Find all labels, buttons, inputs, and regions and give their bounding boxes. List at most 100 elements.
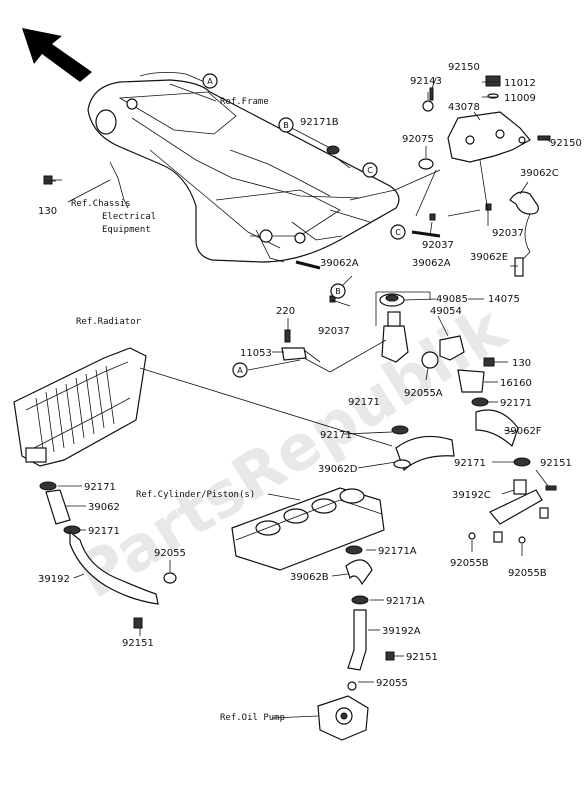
part-label: 39062D xyxy=(318,464,358,475)
grommet-11012 xyxy=(485,75,501,87)
marker-a-lower: A xyxy=(232,362,248,378)
part-label: 39062A xyxy=(320,258,359,269)
part-label: 49054 xyxy=(430,306,462,317)
pipe-39192c xyxy=(489,479,549,543)
ref-chassis-label-1: Ref.Chassis xyxy=(71,199,131,209)
o-ring-92055a xyxy=(421,351,439,369)
clamp-92171-f xyxy=(63,525,81,535)
svg-text:A: A xyxy=(207,77,213,86)
clamp-92171-a xyxy=(471,397,489,407)
bolt-92150-top xyxy=(429,87,434,101)
marker-a-frame: A xyxy=(202,73,218,89)
part-label: 14075 xyxy=(488,294,520,305)
hose-39062c xyxy=(509,191,539,215)
part-label: 92055B xyxy=(508,568,547,579)
o-ring-92055b-left xyxy=(468,532,476,540)
o-ring-92055b-right xyxy=(518,536,526,544)
filler-cap-49085 xyxy=(379,293,405,307)
svg-text:A: A xyxy=(237,366,243,375)
part-label: 92171B xyxy=(300,117,339,128)
part-label: 92171 xyxy=(454,458,486,469)
part-label: 92143 xyxy=(410,76,442,87)
bolt-92151-left xyxy=(133,617,143,629)
marker-b-frame: B xyxy=(278,117,294,133)
clip-92037-mid xyxy=(429,213,436,221)
part-label: 49085 xyxy=(436,294,468,305)
part-label: 92037 xyxy=(422,240,454,251)
part-label: 92075 xyxy=(402,134,434,145)
ref-oil-pump-label: Ref.Oil Pump xyxy=(220,713,285,723)
oil-pump-drawing xyxy=(317,695,369,741)
part-label: 92037 xyxy=(318,326,350,337)
part-label: 92037 xyxy=(492,228,524,239)
part-label: 39192C xyxy=(452,490,491,501)
part-label: 130 xyxy=(38,206,57,217)
bracket-11053 xyxy=(281,347,321,363)
pipe-39192a xyxy=(347,609,367,671)
ref-radiator-label: Ref.Radiator xyxy=(76,317,142,327)
rod-39062a-mid xyxy=(295,260,321,270)
o-ring-92055-low xyxy=(347,681,357,691)
part-label: 39062C xyxy=(520,168,559,179)
marker-b-lower: B xyxy=(330,283,346,299)
hose-39062f xyxy=(475,409,519,448)
part-label: 92171 xyxy=(348,397,380,408)
marker-c-hose: C xyxy=(390,224,406,240)
radiator-drawing xyxy=(13,347,147,467)
ref-chassis-label-2: Electrical xyxy=(102,212,156,222)
part-label: 92151 xyxy=(540,458,572,469)
part-label: 130 xyxy=(512,358,531,369)
ref-cylinder-label: Ref.Cylinder/Piston(s) xyxy=(136,490,255,500)
part-label: 92171 xyxy=(500,398,532,409)
svg-text:B: B xyxy=(335,287,341,296)
chassis-wire xyxy=(109,161,129,209)
clamp-92171a-bottom xyxy=(351,595,369,605)
part-label: 43078 xyxy=(448,102,480,113)
cylinder-block-drawing xyxy=(231,487,385,571)
cover-16160 xyxy=(457,369,485,393)
part-label: 92055A xyxy=(404,388,443,399)
part-label: 92055 xyxy=(154,548,186,559)
part-label: 39192 xyxy=(38,574,70,585)
bracket-43078-drawing xyxy=(447,111,531,163)
part-labels: 92150 92143 11012 11009 43078 92150 9217… xyxy=(38,62,582,689)
bolt-92150-right xyxy=(537,135,551,141)
part-label: 92171 xyxy=(320,430,352,441)
water-pipe-14075 xyxy=(381,311,409,363)
part-label: 39062F xyxy=(504,426,542,437)
clamp-92171-e xyxy=(39,481,57,491)
part-label: 92151 xyxy=(406,652,438,663)
thermostat-49054 xyxy=(439,335,465,361)
radiator-pointer xyxy=(139,367,393,447)
part-label: 11009 xyxy=(504,93,536,104)
clamp-92171a-top xyxy=(345,545,363,555)
bolt-130-right xyxy=(483,357,495,367)
bolt-92151-right xyxy=(545,485,557,491)
clip-92037-right xyxy=(485,203,492,211)
o-ring-92055 xyxy=(163,572,177,584)
hose-39062b xyxy=(345,559,373,586)
svg-text:B: B xyxy=(283,121,289,130)
part-label: 39062E xyxy=(470,252,508,263)
part-label: 39062 xyxy=(88,502,120,513)
svg-text:C: C xyxy=(367,166,373,175)
part-label: 92055B xyxy=(450,558,489,569)
collar-92143 xyxy=(422,100,434,112)
rod-39062a-top xyxy=(411,230,441,238)
part-label: 39192A xyxy=(382,626,421,637)
direction-arrow-icon xyxy=(22,28,92,82)
part-label: 11053 xyxy=(240,348,272,359)
part-label: 92171A xyxy=(386,596,425,607)
part-label: 11012 xyxy=(504,78,536,89)
part-label: 92171 xyxy=(88,526,120,537)
grommet-92075 xyxy=(418,158,434,170)
leader-lines xyxy=(46,77,551,719)
clamp-92171-d xyxy=(513,457,531,467)
clamp-92171-c xyxy=(391,425,409,435)
hose-39062d xyxy=(395,435,455,472)
ref-frame-label: Ref.Frame xyxy=(220,97,269,107)
marker-c-frame: C xyxy=(362,162,378,178)
hose-39062e xyxy=(514,257,524,277)
bolt-130-left xyxy=(43,175,62,185)
